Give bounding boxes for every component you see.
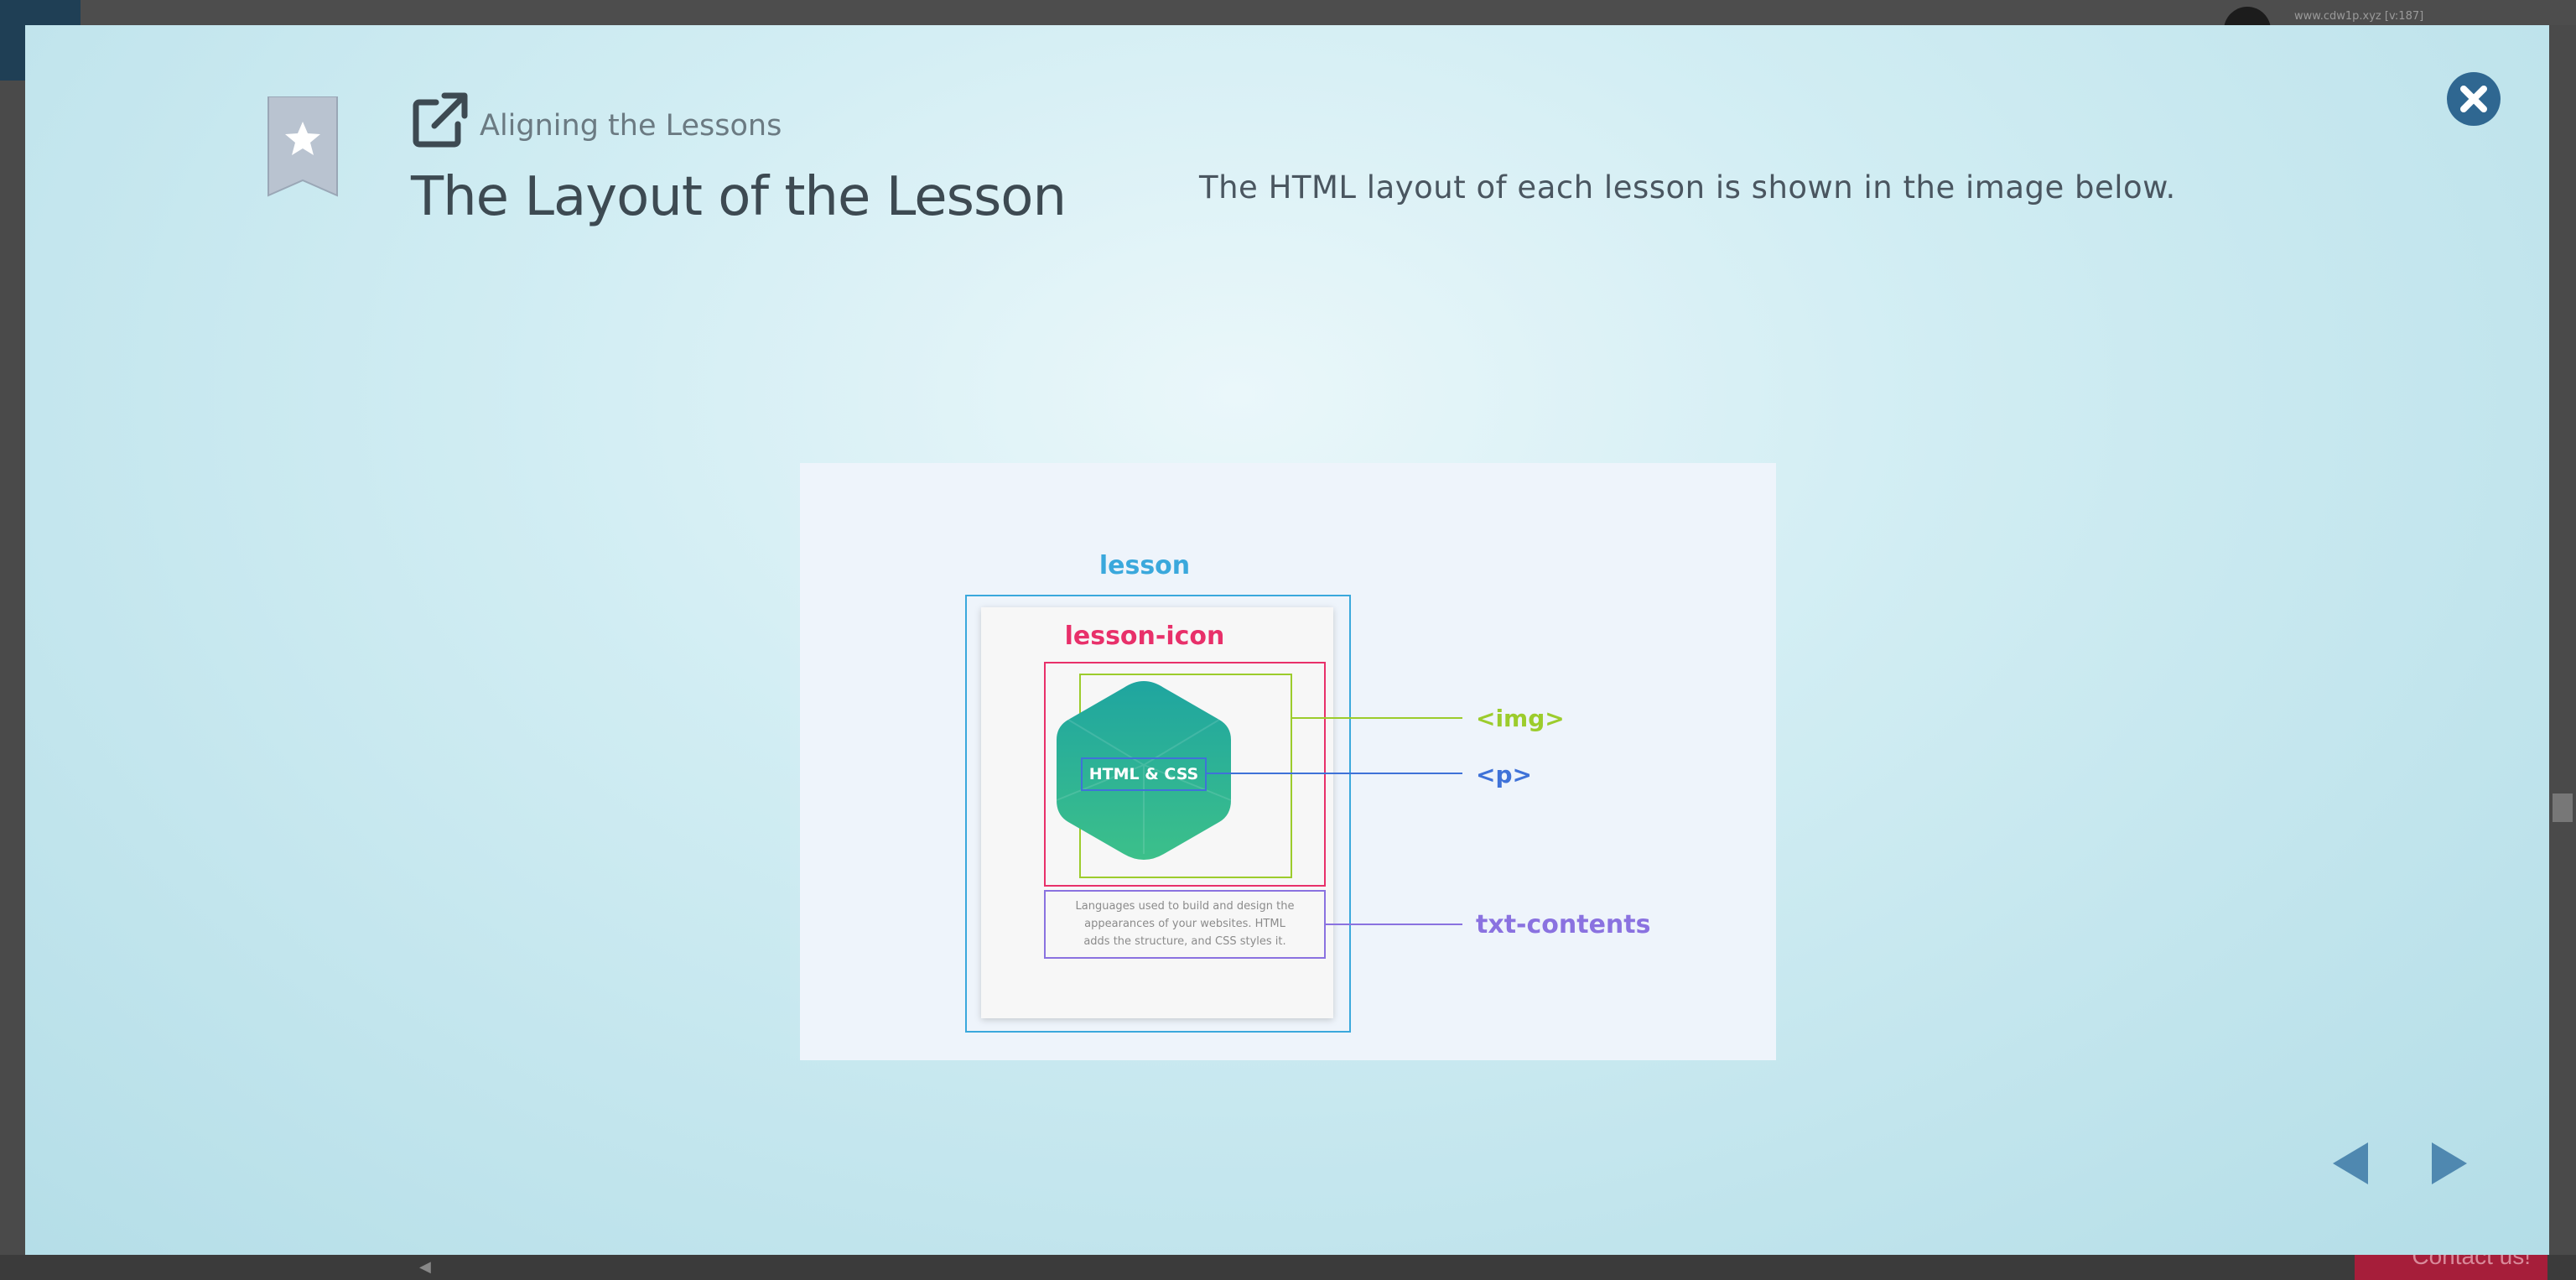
card-text-line-1: Languages used to build and design the xyxy=(1076,900,1295,913)
lesson-modal: Aligning the Lessons The Layout of the L… xyxy=(25,25,2549,1255)
background-topbar xyxy=(0,0,2576,25)
lesson-layout-diagram: lesson lesson-icon HTML & CSS Languages … xyxy=(800,463,1776,1060)
previous-slide-button[interactable] xyxy=(2328,1141,2373,1186)
page-title: The Layout of the Lesson xyxy=(411,166,1067,228)
img-label: <img> xyxy=(1476,705,1565,732)
lesson-icon-label: lesson-icon xyxy=(1065,622,1225,651)
card-text-line-2: appearances of your websites. HTML xyxy=(1084,918,1285,930)
background-url-text: www.cdw1p.xyz [v:187] xyxy=(2294,10,2424,23)
external-link-icon[interactable] xyxy=(411,91,470,149)
triangle-right-icon xyxy=(2432,1142,2467,1184)
triangle-left-icon xyxy=(2333,1142,2368,1184)
scroll-left-icon: ◀ xyxy=(419,1258,431,1275)
section-subtitle: Aligning the Lessons xyxy=(480,109,782,143)
txt-contents-label: txt-contents xyxy=(1476,910,1650,939)
bookmark-star-icon[interactable] xyxy=(267,96,339,197)
hexagon-badge xyxy=(1057,681,1231,860)
p-label: <p> xyxy=(1476,761,1532,788)
background-scrollbar[interactable] xyxy=(2553,793,2573,822)
next-slide-button[interactable] xyxy=(2427,1141,2472,1186)
close-button[interactable] xyxy=(2447,72,2501,126)
hexagon-facets xyxy=(1056,719,1232,854)
card-text-line-3: adds the structure, and CSS styles it. xyxy=(1083,935,1285,948)
slide-description: The HTML layout of each lesson is shown … xyxy=(1199,169,2176,206)
close-icon xyxy=(2460,86,2487,112)
lesson-box xyxy=(965,595,1351,1033)
background-bottombar xyxy=(0,1255,2576,1280)
badge-text: HTML & CSS xyxy=(1089,765,1199,783)
lesson-label: lesson xyxy=(1099,551,1190,580)
